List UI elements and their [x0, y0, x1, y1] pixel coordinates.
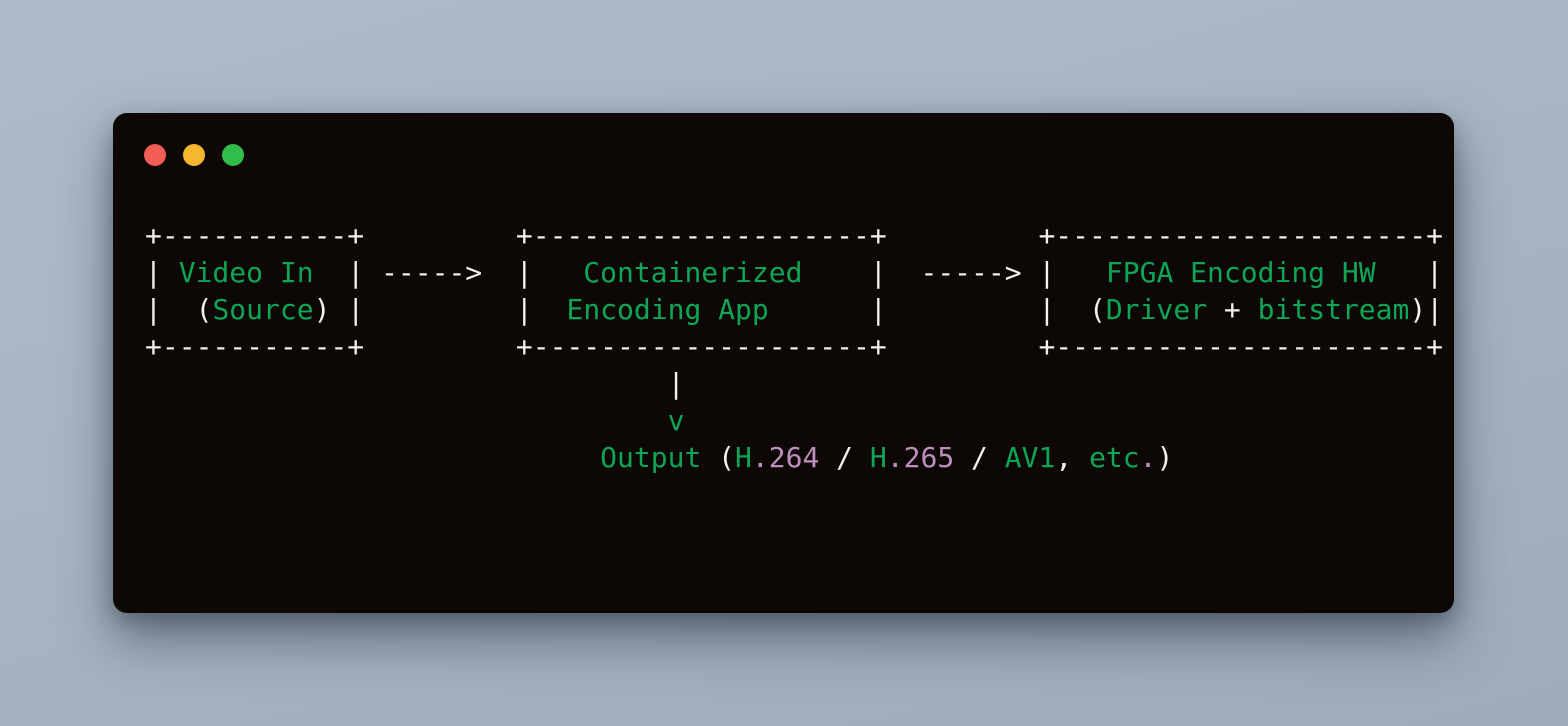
diagram-line: +-----------+ +--------------------+ +--… — [145, 217, 1443, 254]
diagram-segment: , — [1055, 441, 1090, 474]
diagram-line: v — [145, 402, 1443, 439]
diagram-segment: +-----------+ +--------------------+ +--… — [145, 330, 1444, 363]
diagram-segment: ) | | — [313, 293, 567, 326]
diagram-segment: +-----------+ +--------------------+ +--… — [145, 219, 1444, 252]
diagram-segment: / — [954, 441, 1005, 474]
diagram-segment: H — [735, 441, 752, 474]
diagram-line: | Video In | -----> | Containerized | --… — [145, 254, 1443, 291]
diagram-segment: ) — [1156, 441, 1174, 474]
diagram-segment: .265 — [886, 441, 955, 474]
diagram-segment: ( — [701, 441, 736, 474]
diagram-segment: | ( — [145, 293, 213, 326]
diagram-segment: AV1 — [1004, 441, 1056, 474]
diagram-segment: | — [145, 256, 179, 289]
diagram-segment: .264 — [751, 441, 820, 474]
diagram-segment: + — [1207, 293, 1258, 326]
diagram-segment: v — [667, 404, 685, 437]
diagram-segment: Driver — [1105, 293, 1208, 326]
diagram-segment: bitstream — [1257, 293, 1410, 326]
diagram-segment: Video In — [178, 256, 314, 289]
diagram-segment — [145, 441, 600, 474]
window-titlebar — [144, 144, 244, 166]
diagram-segment: Source — [212, 293, 314, 326]
diagram-line: | — [145, 365, 1443, 402]
close-button[interactable] — [144, 144, 166, 166]
diagram-segment: FPGA Encoding HW — [1105, 256, 1376, 289]
diagram-segment: / — [819, 441, 870, 474]
diagram-segment: | | ( — [768, 293, 1106, 326]
diagram-segment: Output — [600, 441, 702, 474]
diagram-segment: . — [1139, 441, 1157, 474]
diagram-segment — [145, 404, 668, 437]
minimize-button[interactable] — [183, 144, 205, 166]
diagram-segment: | — [1375, 256, 1444, 289]
diagram-segment: | -----> | — [802, 256, 1106, 289]
diagram-segment: )| — [1409, 293, 1444, 326]
diagram-segment: | — [145, 367, 685, 400]
diagram-line: Output (H.264 / H.265 / AV1, etc.) — [145, 439, 1443, 476]
app-window: +-----------+ +--------------------+ +--… — [113, 113, 1454, 613]
diagram-segment: Containerized — [583, 256, 803, 289]
diagram-segment: | -----> | — [313, 256, 584, 289]
diagram-segment: etc — [1089, 441, 1140, 474]
zoom-button[interactable] — [222, 144, 244, 166]
diagram-segment: Encoding App — [566, 293, 769, 326]
diagram-line: | (Source) | | Encoding App | | (Driver … — [145, 291, 1443, 328]
diagram-line: +-----------+ +--------------------+ +--… — [145, 328, 1443, 365]
ascii-diagram: +-----------+ +--------------------+ +--… — [145, 217, 1443, 476]
diagram-segment: H — [869, 441, 887, 474]
